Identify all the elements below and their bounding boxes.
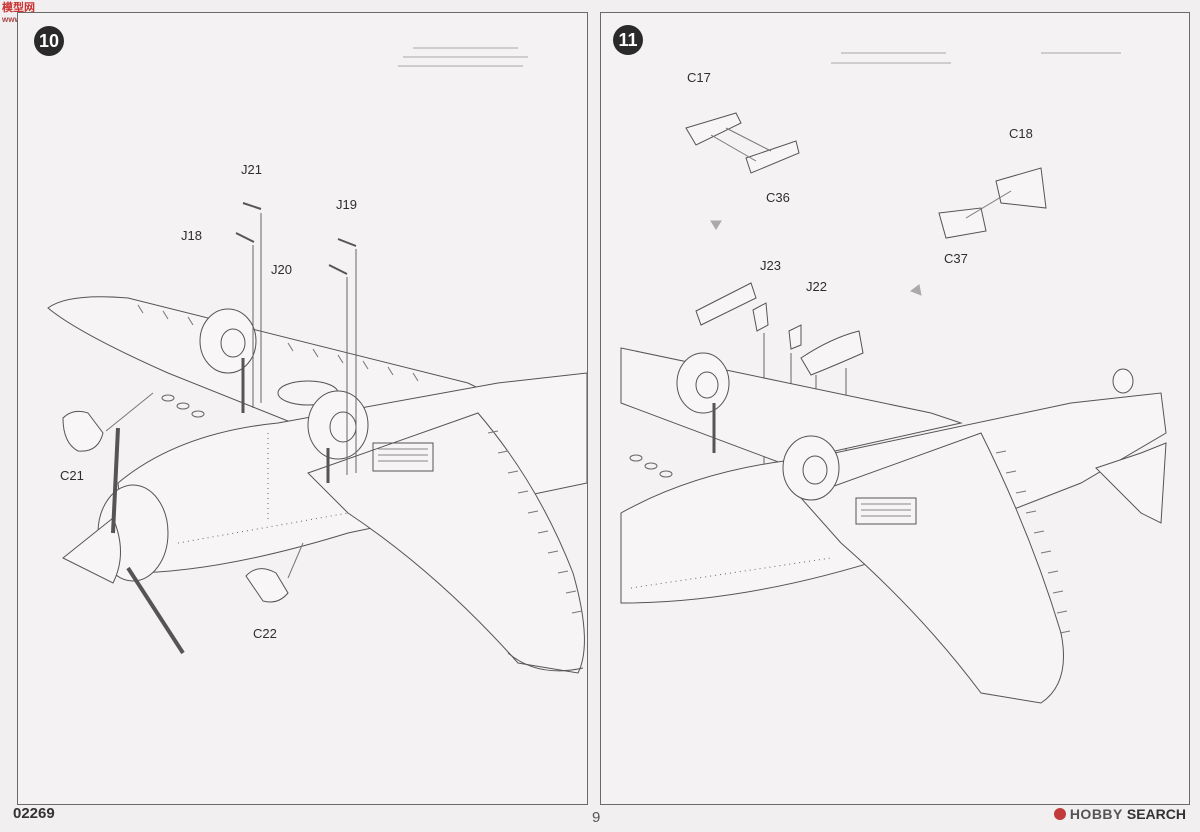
main-wheel-right	[307, 390, 369, 460]
c22-guide	[287, 542, 304, 579]
part-c18	[995, 167, 1047, 209]
main-wheel-left-hub	[220, 328, 246, 358]
main-wheel-left	[199, 308, 257, 374]
propeller-blade-lower	[126, 566, 185, 655]
assembly-arrow-right	[909, 284, 922, 296]
exhaust-stacks	[629, 454, 673, 478]
tail-fin	[1095, 442, 1167, 524]
faint-header-text	[398, 47, 528, 67]
label-c22: C22	[253, 626, 277, 641]
part-j23-door	[695, 282, 757, 326]
part-j21	[242, 202, 262, 210]
assembly-guide-lines	[252, 213, 357, 475]
part-j22	[788, 324, 802, 350]
part-c37	[938, 207, 987, 239]
hobbysearch-watermark: HOBBY SEARCH	[1053, 806, 1186, 822]
label-j22: J22	[806, 279, 827, 294]
catalog-number: 02269	[13, 805, 55, 822]
part-c17	[685, 112, 742, 146]
label-j19: J19	[336, 197, 357, 212]
hobbysearch-logo-icon	[1053, 808, 1066, 820]
label-c21: C21	[60, 468, 84, 483]
assembly-arrow-left	[710, 220, 722, 230]
part-j23	[752, 302, 769, 332]
step-11-panel: 11 C17 C36 C18 C37 J23 J22	[600, 12, 1190, 805]
right-wing-flaps	[487, 430, 583, 614]
right-wing-outline	[307, 412, 585, 674]
right-wing-flaps	[995, 450, 1071, 634]
label-c36: C36	[766, 190, 790, 205]
right-wingtip	[507, 652, 584, 672]
label-c18: C18	[1009, 126, 1033, 141]
part-j19	[337, 238, 357, 247]
wheel-well-right-grille	[372, 442, 434, 472]
step-10-panel: 10 J21 J19 J18 J20 C21 C22	[17, 12, 588, 805]
main-wheel-right	[782, 435, 840, 501]
part-c22	[245, 568, 289, 603]
main-wheel-left	[676, 352, 730, 414]
main-wheel-left-hub	[695, 371, 719, 399]
part-j22-door	[800, 330, 864, 376]
label-j18: J18	[181, 228, 202, 243]
label-j20: J20	[271, 262, 292, 277]
part-c21	[62, 410, 104, 452]
step-10-aircraft-drawing	[47, 47, 587, 674]
faint-header-text	[831, 52, 1121, 64]
step-11-aircraft-drawing	[620, 52, 1167, 704]
step-number-badge: 11	[613, 25, 643, 55]
label-c37: C37	[944, 251, 968, 266]
part-c36	[745, 140, 800, 174]
propeller-blade-upper	[111, 427, 120, 534]
tail-wheel	[1112, 368, 1134, 394]
main-wheel-right-hub	[802, 455, 828, 485]
part-j18	[235, 232, 255, 243]
exhaust-stacks	[161, 394, 205, 418]
wheel-well-grille	[855, 497, 917, 525]
c21-guide	[105, 392, 154, 432]
step-number-badge: 10	[34, 26, 64, 56]
page-number: 9	[592, 809, 601, 826]
right-wing-outline	[800, 432, 1064, 704]
label-j23: J23	[760, 258, 781, 273]
part-j20	[328, 264, 348, 275]
rivet-dots	[177, 433, 349, 544]
label-c17: C17	[687, 70, 711, 85]
label-j21: J21	[241, 162, 262, 177]
